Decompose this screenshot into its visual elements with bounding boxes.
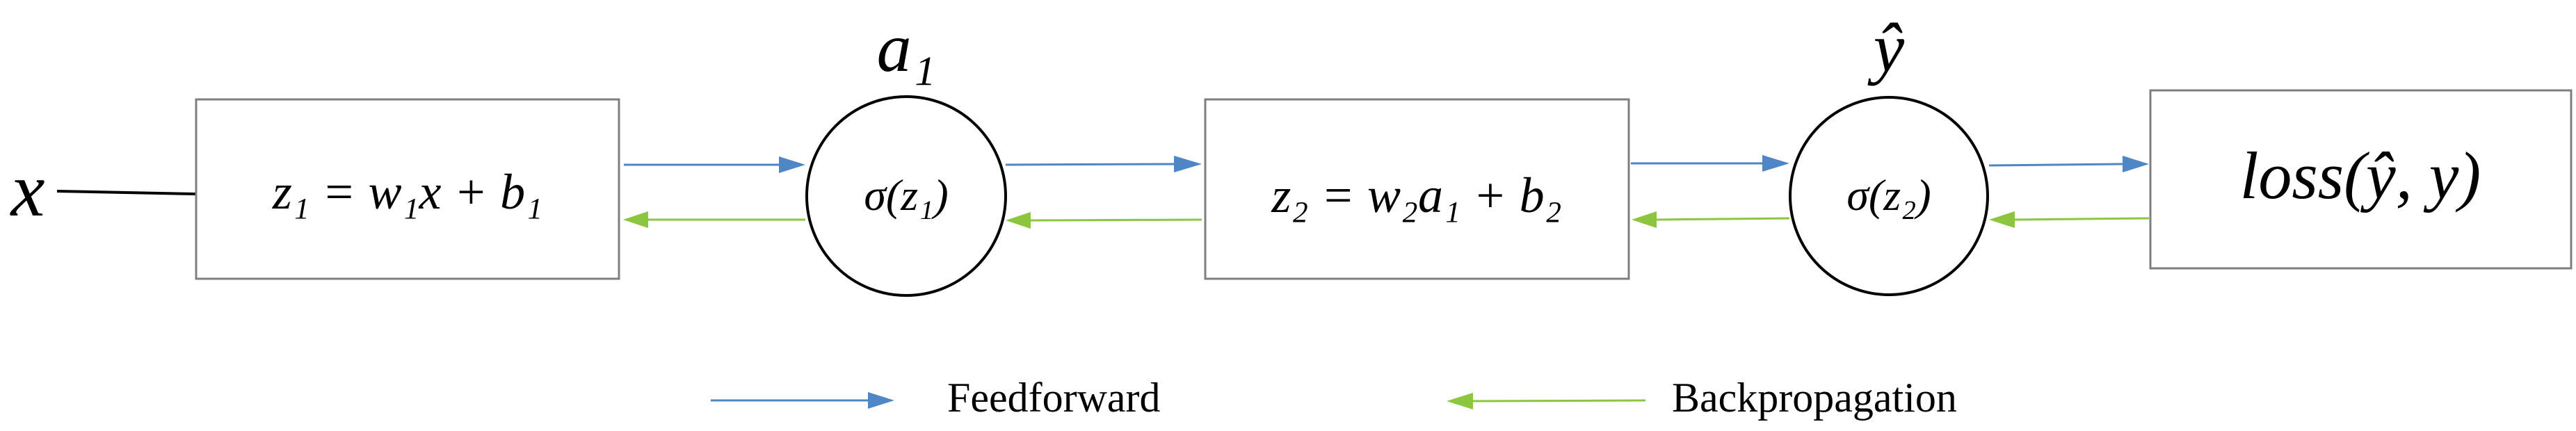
feedforward-arrow-4-head [2123, 156, 2149, 172]
legend-backprop-line [1472, 399, 1646, 402]
backprop-arrow-3 [1656, 217, 1790, 221]
backprop-arrow-1-head [623, 211, 648, 228]
backprop-arrow-4 [2014, 217, 2150, 221]
feedforward-arrow-2-head [1174, 156, 1202, 172]
box-z2-formula: z₂ = w₂a₁ + b₂ [1271, 168, 1561, 223]
box-z1-formula: z₁ = w₁x + b₁ [272, 164, 542, 220]
feedforward-arrow-3-head [1762, 155, 1789, 172]
circle-sigma-z2-text: σ(z₂) [1846, 170, 1931, 220]
box-z1 [195, 98, 620, 280]
circle-sigma-z2 [1789, 96, 1989, 296]
circle-sigma-z1 [805, 95, 1007, 297]
backprop-arrow-3-head [1632, 211, 1657, 228]
backprop-arrow-2-head [1006, 212, 1031, 229]
box-loss-formula: loss(ŷ, y) [2240, 138, 2481, 213]
legend-feedforward-label: Feedforward [947, 375, 1161, 421]
box-loss [2149, 89, 2573, 270]
legend-backprop-arrowhead [1447, 393, 1473, 409]
box-z2 [1204, 98, 1630, 280]
input-arrow [56, 190, 197, 195]
feedforward-arrow-2 [1005, 163, 1175, 166]
feedforward-arrow-4 [1988, 163, 2123, 167]
feedforward-arrow-1-head [779, 156, 805, 173]
legend-feedforward-arrowhead [868, 392, 894, 409]
circle-sigma-z1-text: σ(z₁) [864, 170, 948, 220]
legend-backpropagation-label: Backpropagation [1672, 375, 1957, 421]
activation-label-a1: a₁ [877, 9, 936, 86]
output-label-yhat: ŷ [1867, 9, 1905, 86]
backprop-arrow-4-head [1989, 211, 2015, 228]
input-label: x [10, 147, 45, 232]
